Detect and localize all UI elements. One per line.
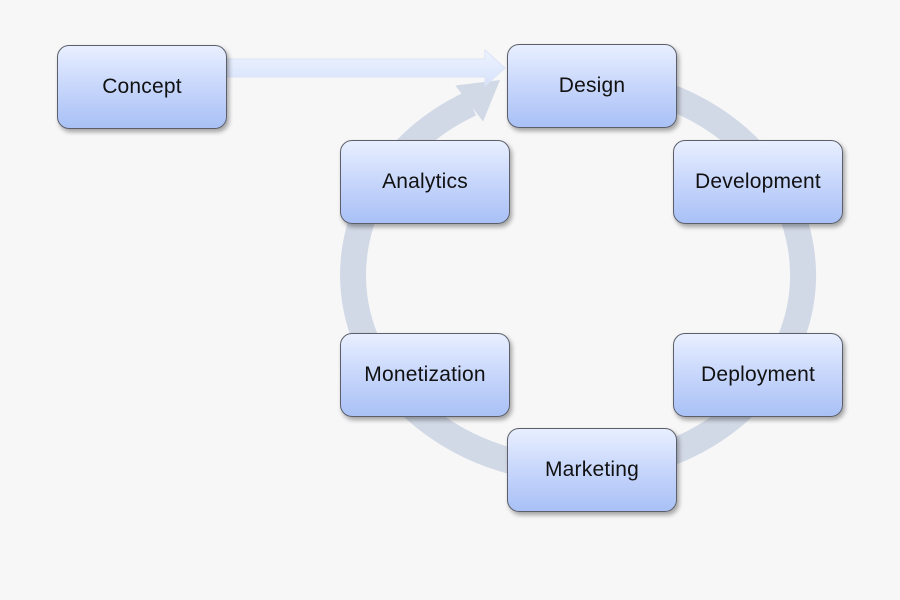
deployment-label: Deployment: [700, 363, 816, 386]
concept-label: Concept: [102, 75, 182, 98]
monetization-node: Monetization: [340, 333, 510, 417]
analytics-node: Analytics: [340, 140, 510, 224]
design-label: Design: [558, 74, 626, 97]
concept-node: Concept: [57, 45, 227, 129]
monetization-label: Monetization: [364, 363, 486, 386]
cycle-arrowhead: [455, 80, 500, 122]
deployment-node: Deployment: [673, 333, 843, 417]
development-node: Development: [673, 140, 843, 224]
design-node: Design: [507, 44, 677, 128]
analytics-label: Analytics: [382, 170, 468, 193]
marketing-node: Marketing: [507, 428, 677, 512]
concept-to-design-arrow: [226, 48, 506, 88]
development-label: Development: [695, 170, 821, 193]
marketing-label: Marketing: [544, 458, 639, 481]
